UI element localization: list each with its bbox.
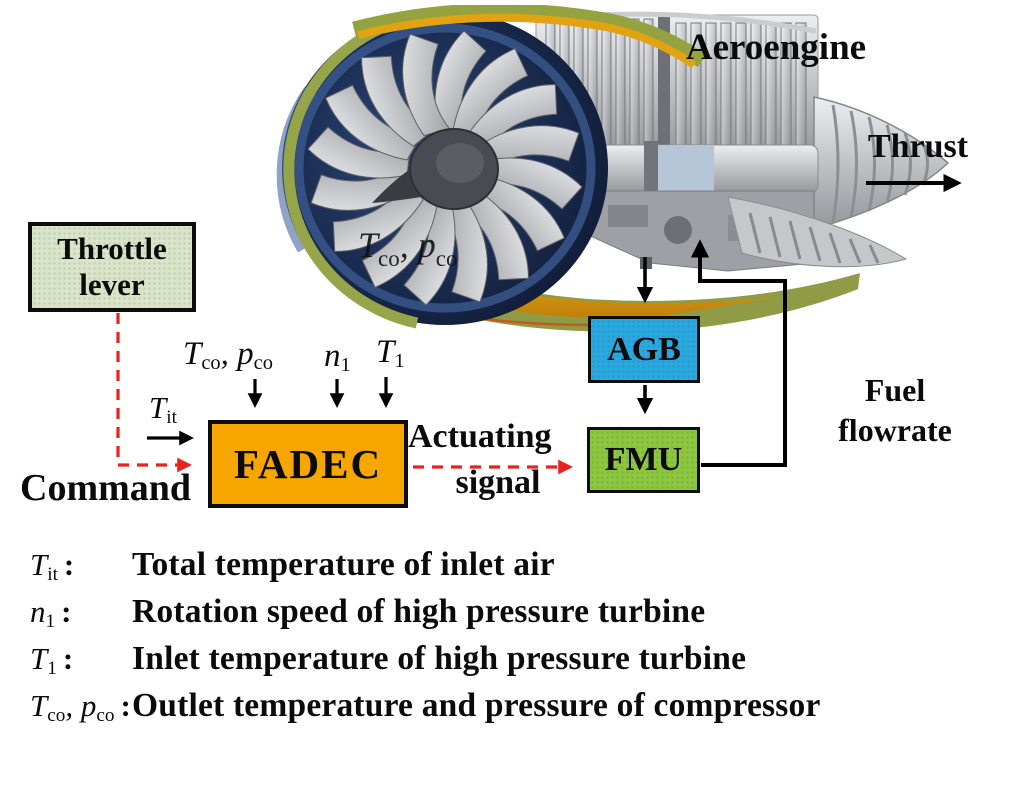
aeroengine-image: Tco, pco xyxy=(276,5,950,332)
fuel-flowrate-line2: flowrate xyxy=(838,412,952,448)
legend-symbol: n1: xyxy=(30,594,72,632)
legend-row-tit: Tit: Total temperature of inlet air xyxy=(30,546,1015,584)
actuating-signal-label: Actuating signal xyxy=(408,414,588,506)
agb-label: AGB xyxy=(607,330,681,368)
legend-symbol: Tco, pco: xyxy=(30,688,131,726)
aeroengine-label: Aeroengine xyxy=(685,27,867,68)
actuating-signal-line2: signal xyxy=(455,464,541,501)
legend: Tit: Total temperature of inlet air n1: … xyxy=(30,546,1015,734)
legend-row-tco-pco: Tco, pco: Outlet temperature and pressur… xyxy=(30,687,1015,725)
fmu-box: FMU xyxy=(587,427,700,493)
legend-description: Rotation speed of high pressure turbine xyxy=(132,593,706,630)
legend-symbol: Tit: xyxy=(30,547,75,585)
legend-symbol: T1: xyxy=(30,641,74,679)
fuel-flowrate-label: Fuel flowrate xyxy=(800,370,990,450)
thrust-label: Thrust xyxy=(867,128,969,165)
actuating-signal-line1: Actuating xyxy=(408,418,552,455)
fmu-label: FMU xyxy=(604,441,683,478)
sensor-label-t1: T1 xyxy=(376,334,405,373)
engine-sensor-overlay-label: Tco, pco xyxy=(358,225,457,271)
legend-description: Outlet temperature and pressure of compr… xyxy=(132,687,821,724)
legend-description: Inlet temperature of high pressure turbi… xyxy=(132,640,747,677)
fadec-label: FADEC xyxy=(233,441,383,487)
fuel-flowrate-line xyxy=(690,239,787,467)
command-label: Command xyxy=(20,467,192,509)
command-dashed-arrow xyxy=(116,313,192,473)
throttle-lever-box: Throttle lever xyxy=(28,222,196,312)
sensor-label-tco-pco: Tco, pco xyxy=(183,336,273,375)
legend-row-t1: T1: Inlet temperature of high pressure t… xyxy=(30,640,1015,678)
fuel-flowrate-line1: Fuel xyxy=(864,372,926,408)
engine-fan xyxy=(276,5,707,329)
legend-row-n1: n1: Rotation speed of high pressure turb… xyxy=(30,593,1015,631)
fadec-box: FADEC xyxy=(208,420,408,508)
legend-description: Total temperature of inlet air xyxy=(132,546,555,583)
sensor-label-n1: n1 xyxy=(324,338,351,377)
sensor-label-tit: Tit xyxy=(149,390,177,428)
agb-box: AGB xyxy=(588,316,700,383)
throttle-lever-line1: Throttle xyxy=(57,231,167,266)
throttle-lever-line2: lever xyxy=(79,267,145,302)
